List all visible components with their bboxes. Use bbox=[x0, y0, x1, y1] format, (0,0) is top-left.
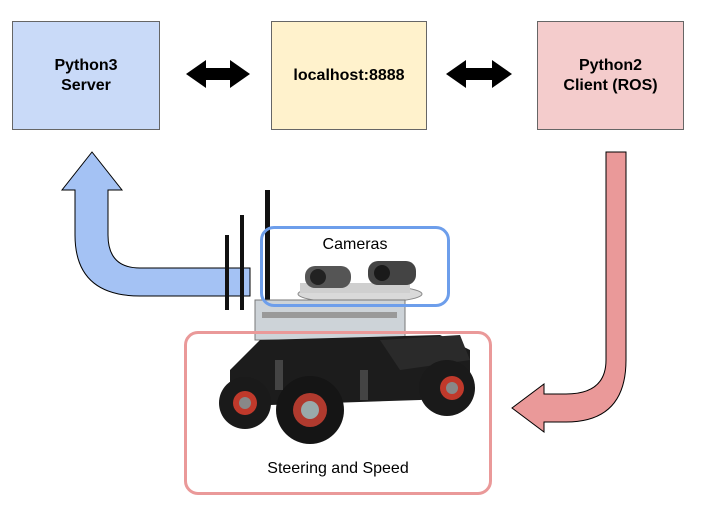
double-arrow-right bbox=[446, 60, 512, 88]
red-curved-arrow bbox=[511, 151, 627, 433]
cameras-highlight: Cameras bbox=[260, 226, 450, 307]
cameras-label: Cameras bbox=[322, 236, 388, 253]
localhost-label: localhost:8888 bbox=[293, 66, 405, 84]
python3-server-node: Python3 Server bbox=[12, 21, 160, 130]
steering-speed-label: Steering and Speed bbox=[267, 460, 409, 477]
steering-speed-highlight: Steering and Speed bbox=[184, 331, 492, 495]
double-arrow-left bbox=[186, 60, 250, 88]
blue-curved-arrow bbox=[60, 151, 251, 297]
robot-car-image bbox=[219, 190, 475, 444]
python3-server-label: Python3 Server bbox=[54, 56, 118, 94]
python2-client-node: Python2 Client (ROS) bbox=[537, 21, 684, 130]
python2-client-label: Python2 Client (ROS) bbox=[563, 56, 658, 94]
localhost-bridge-node: localhost:8888 bbox=[271, 21, 427, 130]
